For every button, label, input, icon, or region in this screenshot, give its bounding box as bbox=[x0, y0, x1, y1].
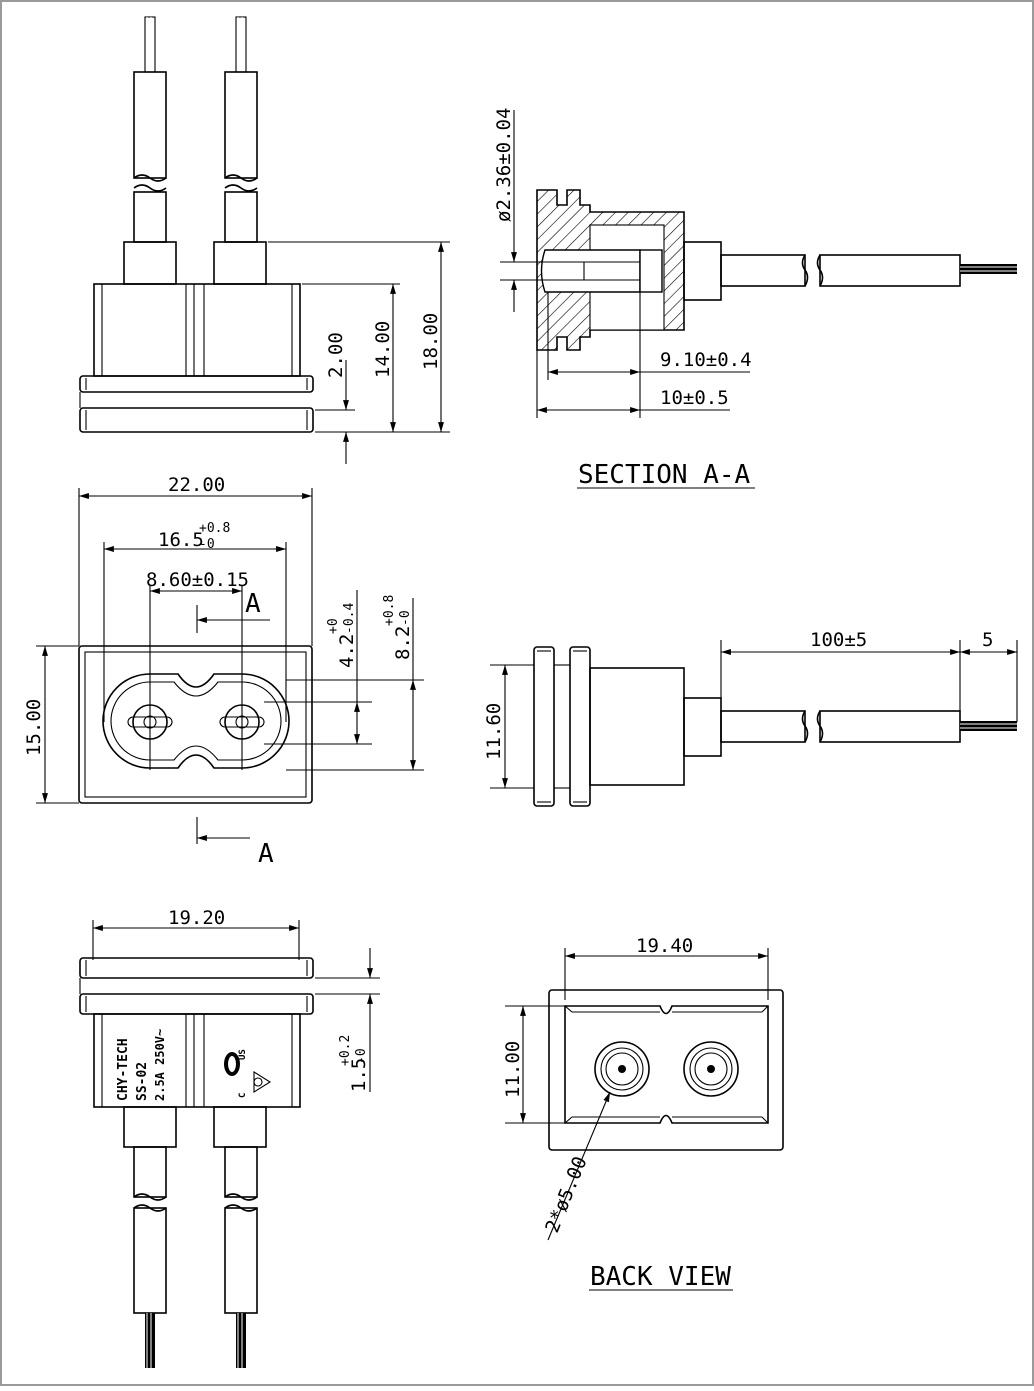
dim-2x-5-00: 2*ø5.00 bbox=[541, 1153, 591, 1235]
label-model: SS-02 bbox=[135, 1062, 150, 1101]
dim-pin-diameter: ø2.36±0.04 bbox=[493, 108, 515, 222]
dim-19-40: 19.40 bbox=[636, 935, 693, 957]
dim-11-00: 11.00 bbox=[502, 1041, 524, 1098]
dim-16-5: 16.5 bbox=[158, 529, 204, 551]
dim-5: 5 bbox=[982, 629, 993, 651]
side-view: 11.60 100±5 5 bbox=[483, 629, 1018, 807]
dim-8-60: 8.60±0.15 bbox=[146, 569, 249, 591]
ul-mark-icon: C US bbox=[224, 1049, 248, 1098]
back-view-title: BACK VIEW bbox=[590, 1262, 731, 1292]
dim-22-00: 22.00 bbox=[168, 474, 225, 496]
label-rating: 2.5A 250V~ bbox=[153, 1029, 167, 1101]
dim-4-2: 4.2 bbox=[336, 634, 358, 668]
dim-16-5-upper: +0.8 bbox=[199, 521, 230, 536]
top-view: 2.00 14.00 18.00 bbox=[79, 16, 450, 464]
dim-10: 10±0.5 bbox=[660, 387, 729, 409]
bottom-right-wire bbox=[213, 1106, 267, 1368]
dim-8-2-lower: -0 bbox=[398, 610, 413, 626]
dim-4-2-lower: -0.4 bbox=[342, 603, 357, 634]
dim-1-5: 1.5 bbox=[348, 1058, 370, 1092]
dim-8-2: 8.2 bbox=[392, 626, 414, 660]
label-brand: CHY-TECH bbox=[116, 1038, 131, 1101]
dim-18-00: 18.00 bbox=[420, 313, 442, 370]
dim-100: 100±5 bbox=[810, 629, 867, 651]
top-left-wire bbox=[123, 16, 177, 285]
cut-marker-top: A bbox=[245, 589, 261, 619]
back-pin-left bbox=[594, 1041, 650, 1097]
cert-us: US bbox=[238, 1049, 248, 1060]
bottom-view: 19.20 CHY-TECH SS-02 2.5A 250V~ C US bbox=[79, 907, 380, 1368]
dim-14-00: 14.00 bbox=[372, 321, 394, 378]
front-view: 22.00 16.5 +0.8 -0 8.60±0.15 A A 4.2 +0 … bbox=[23, 474, 424, 869]
cut-marker-bottom: A bbox=[258, 839, 274, 869]
dim-2-00: 2.00 bbox=[325, 332, 347, 378]
back-pin-right bbox=[683, 1041, 739, 1097]
section-title: SECTION A-A bbox=[578, 460, 751, 490]
dim-8-2-upper: +0.8 bbox=[382, 595, 397, 626]
vde-mark-icon bbox=[253, 1071, 272, 1093]
dim-19-20: 19.20 bbox=[168, 907, 225, 929]
back-view: 19.40 11.00 2*ø5.00 BACK VIEW bbox=[502, 935, 784, 1292]
dim-9-10: 9.10±0.4 bbox=[660, 349, 752, 371]
dim-1-5-lower: -0 bbox=[354, 1048, 369, 1064]
dim-15-00: 15.00 bbox=[23, 699, 45, 756]
bottom-left-wire bbox=[123, 1106, 177, 1368]
dim-16-5-lower: -0 bbox=[199, 537, 215, 552]
cert-c: C bbox=[238, 1093, 248, 1098]
dim-1-5-upper: +0.2 bbox=[338, 1035, 353, 1066]
section-view: ø2.36±0.04 9.10±0.4 10±0.5 SECTION A-A bbox=[493, 108, 1017, 490]
top-right-wire bbox=[213, 16, 267, 285]
dim-11-60: 11.60 bbox=[483, 703, 505, 760]
dim-4-2-upper: +0 bbox=[326, 618, 341, 634]
